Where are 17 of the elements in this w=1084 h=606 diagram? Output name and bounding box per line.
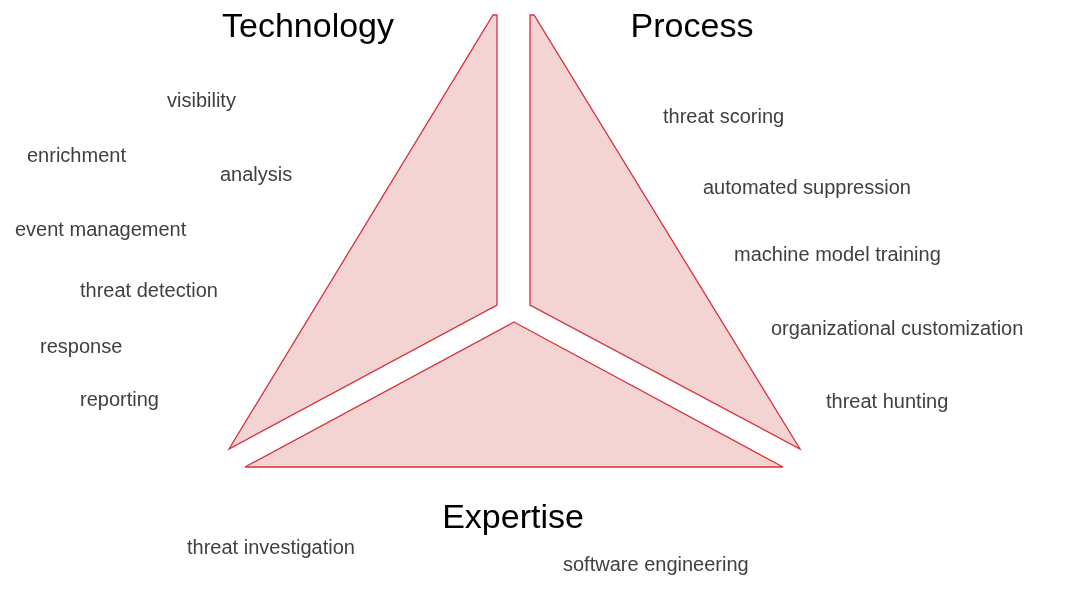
segment-heading: Expertise xyxy=(442,497,584,536)
feature-label: software engineering xyxy=(563,553,749,576)
feature-label: enrichment xyxy=(27,144,126,167)
feature-label: event management xyxy=(15,218,187,241)
feature-label: analysis xyxy=(220,163,293,186)
feature-label: threat investigation xyxy=(187,536,355,559)
feature-label: automated suppression xyxy=(703,176,911,199)
feature-label: response xyxy=(40,335,123,358)
feature-label: threat scoring xyxy=(663,105,785,128)
feature-label: reporting xyxy=(80,388,159,411)
feature-label: machine model training xyxy=(734,243,941,266)
feature-label: threat hunting xyxy=(826,390,949,413)
feature-label: threat detection xyxy=(80,279,218,302)
feature-label: visibility xyxy=(167,89,236,112)
segment-heading: Process xyxy=(630,6,754,45)
segment-heading: Technology xyxy=(222,6,394,45)
feature-label: organizational customization xyxy=(771,317,1024,340)
